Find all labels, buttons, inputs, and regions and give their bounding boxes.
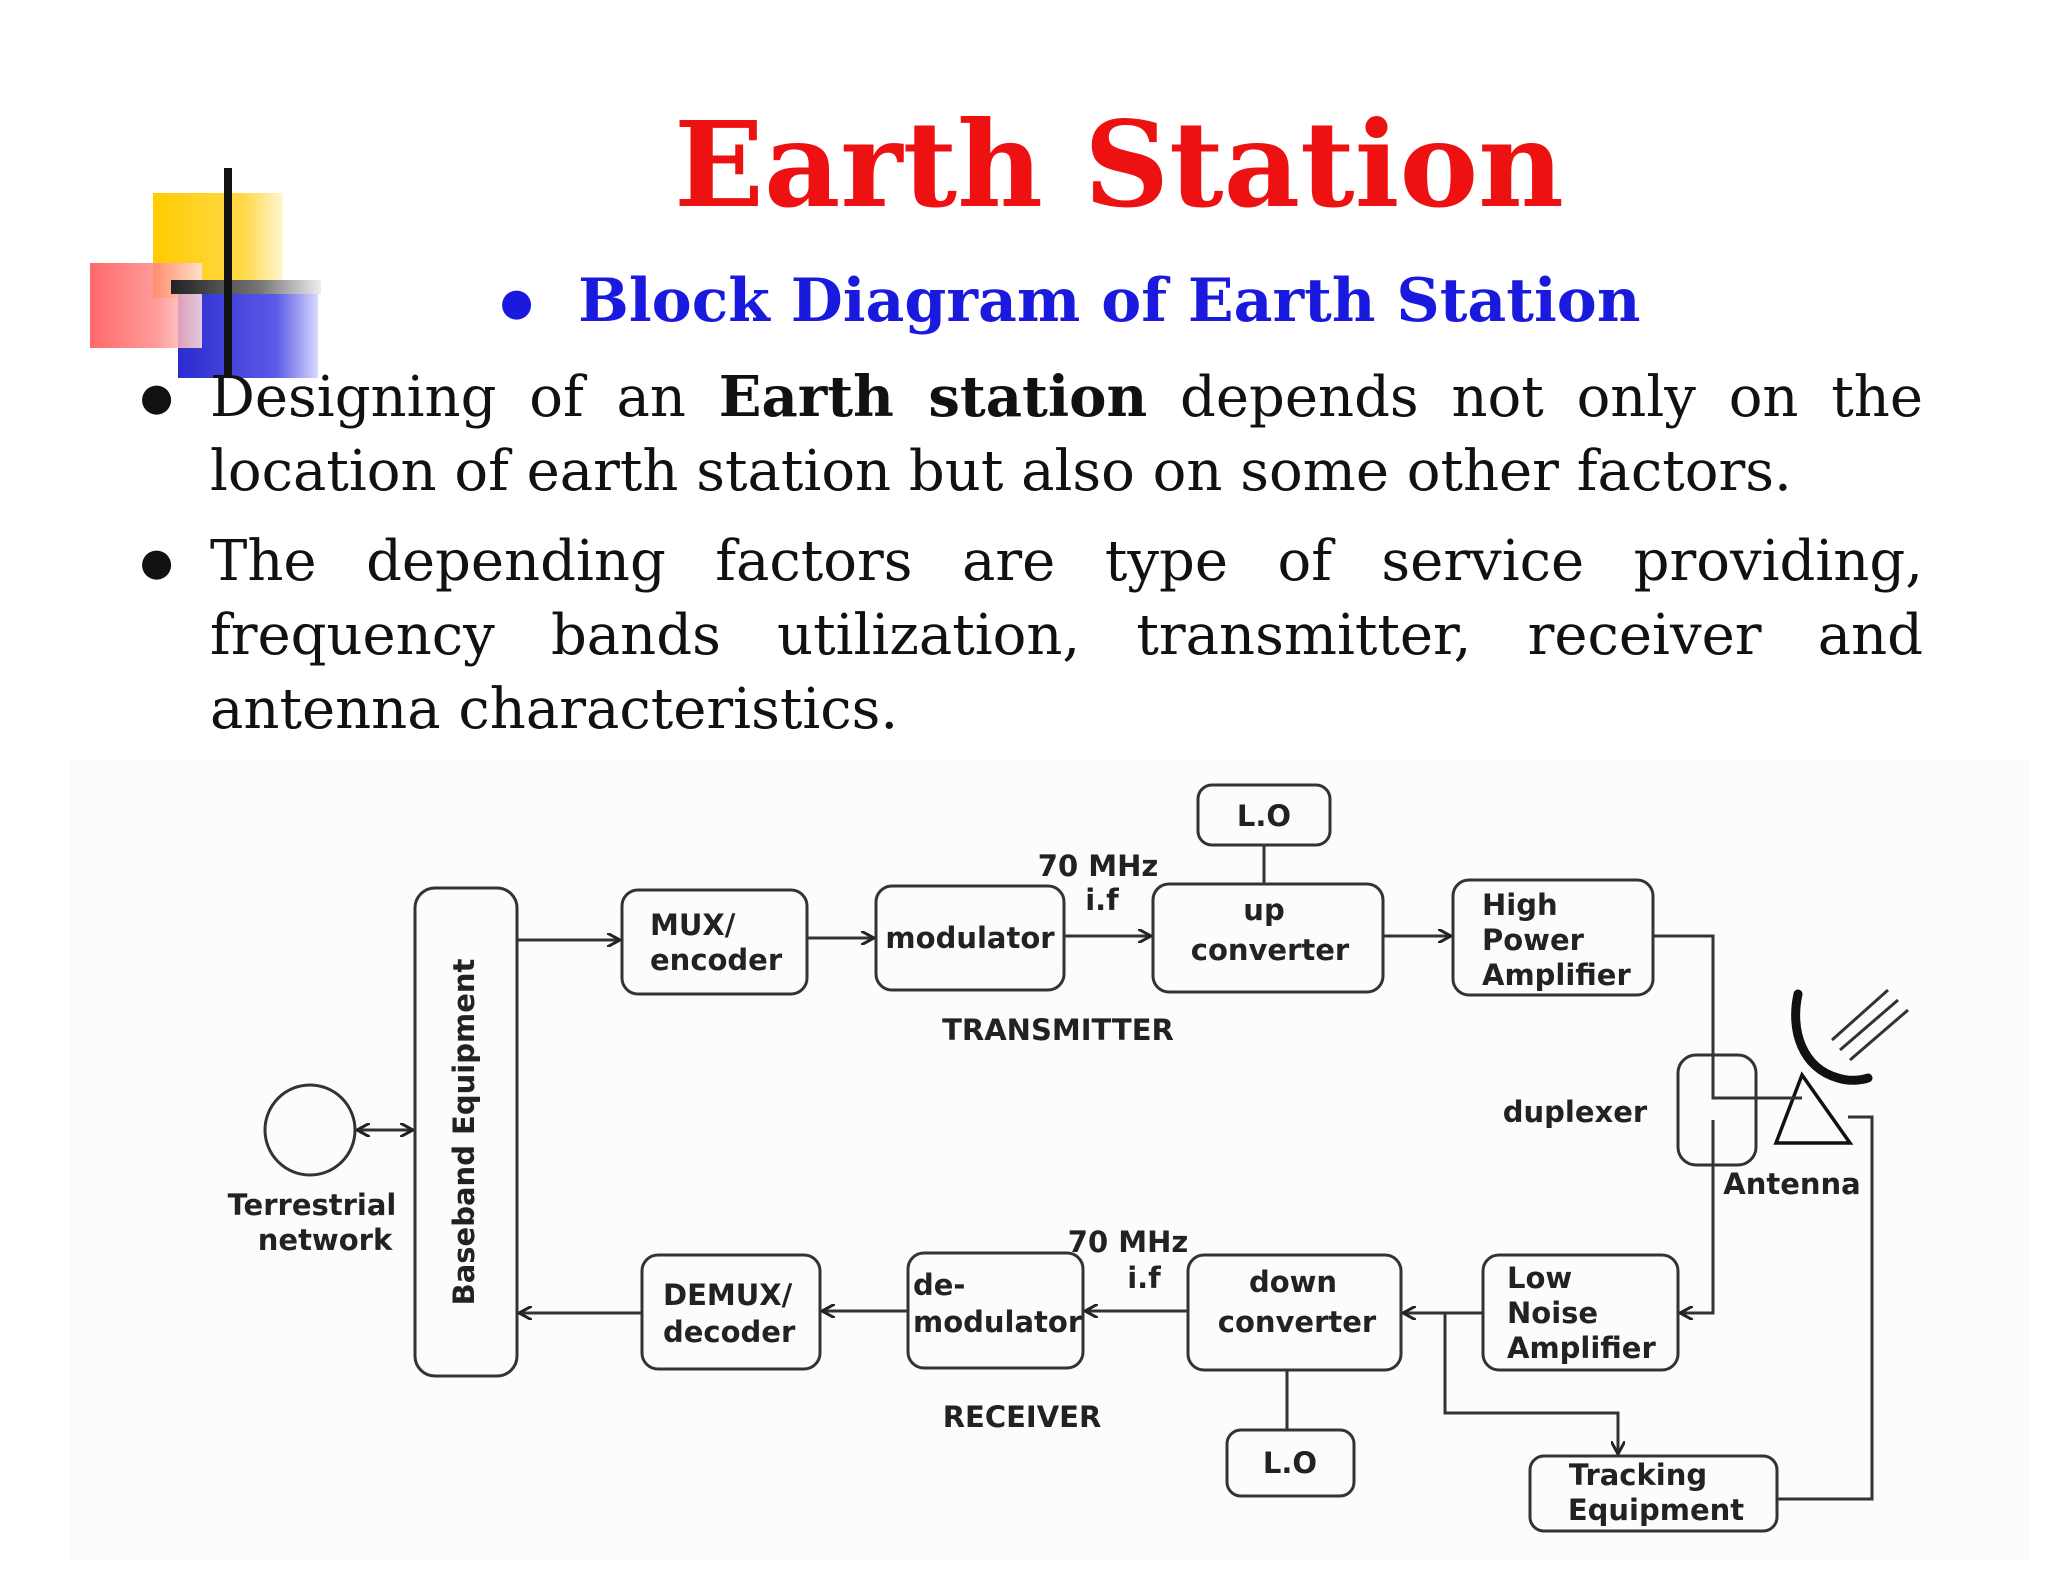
lna-label-line2: Noise xyxy=(1507,1296,1598,1330)
terrestrial-label-line1: Terrestrial xyxy=(228,1188,397,1222)
terrestrial-network-circle xyxy=(263,1083,357,1177)
antenna-label: Antenna xyxy=(1723,1167,1860,1201)
up-converter-label-line1: up xyxy=(1243,893,1284,927)
if-top-label-line1: 70 MHz xyxy=(1038,849,1158,883)
duplexer-box xyxy=(1676,1053,1758,1167)
baseband-equipment-box xyxy=(413,886,519,1378)
lna-label-line3: Amplifier xyxy=(1507,1331,1656,1365)
bullet-item-1: ● Designing of an Earth station depends … xyxy=(140,360,1923,509)
line-tracking-to-antenna xyxy=(1777,1115,1874,1501)
if-bottom-label-line1: 70 MHz xyxy=(1068,1225,1188,1259)
demux-label-line1: DEMUX/ xyxy=(663,1278,793,1312)
if-bottom-label-line2: i.f xyxy=(1127,1261,1161,1295)
block-diagram: Terrestrial network Baseband Equipment M… xyxy=(70,760,2030,1560)
demodulator-label-line2: modulator xyxy=(913,1305,1083,1339)
block-diagram-svg: Terrestrial network Baseband Equipment M… xyxy=(228,783,1909,1533)
arrow-duplexer-to-lna xyxy=(1680,1120,1715,1313)
demux-decoder-box xyxy=(640,1253,822,1371)
bullet-list: ● Designing of an Earth station depends … xyxy=(140,360,1923,763)
lo-bottom-label: L.O xyxy=(1263,1446,1317,1480)
antenna-icon xyxy=(1760,988,1909,1145)
tracking-equipment-box xyxy=(1528,1454,1779,1533)
bullet-item-2: ● The depending factors are type of serv… xyxy=(140,525,1923,747)
demodulator-label-line1: de- xyxy=(913,1268,965,1302)
hpa-label-line2: Power xyxy=(1482,923,1585,957)
bullet-dot: ● xyxy=(140,540,174,584)
demux-label-line2: decoder xyxy=(663,1315,796,1349)
bullet1-text-post: depends not only on the location of eart… xyxy=(210,365,1924,504)
duplexer-label: duplexer xyxy=(1503,1095,1648,1129)
bullet-dot: ● xyxy=(500,279,534,324)
slide-subtitle: ● Block Diagram of Earth Station xyxy=(500,262,1640,340)
subtitle-text: Block Diagram of Earth Station xyxy=(578,266,1641,336)
up-converter-label-line2: converter xyxy=(1191,933,1350,967)
decorative-squares-logo xyxy=(90,168,321,378)
line-hpa-to-duplexer xyxy=(1653,934,1760,1100)
up-converter-box xyxy=(1151,882,1385,994)
lo-bottom-box xyxy=(1225,1428,1356,1498)
hpa-label-line3: Amplifier xyxy=(1482,958,1631,992)
modulator-box xyxy=(874,884,1066,992)
lo-top-label: L.O xyxy=(1237,799,1291,833)
arrow-to-tracking-equipment xyxy=(1443,1313,1618,1454)
down-converter-label-line2: converter xyxy=(1218,1305,1377,1339)
tracking-label-line2: Equipment xyxy=(1568,1493,1744,1527)
bullet1-text-pre: Designing of an xyxy=(210,365,686,430)
receiver-label: RECEIVER xyxy=(943,1400,1102,1434)
mux-label-line2: encoder xyxy=(650,943,783,977)
tracking-label-line1: Tracking xyxy=(1569,1458,1707,1492)
baseband-equipment-label: Baseband Equipment xyxy=(447,958,481,1305)
hpa-label-line1: High xyxy=(1482,888,1558,922)
bullet2-text: The depending factors are type of servic… xyxy=(210,529,1923,742)
terrestrial-label-line2: network xyxy=(258,1223,393,1257)
down-converter-label-line1: down xyxy=(1249,1265,1337,1299)
bullet1-text-bold: Earth station xyxy=(718,364,1148,430)
bullet-dot: ● xyxy=(140,375,174,419)
if-top-label-line2: i.f xyxy=(1085,883,1119,917)
mux-encoder-box xyxy=(620,888,809,996)
mux-label-line1: MUX/ xyxy=(650,908,736,942)
transmitter-label: TRANSMITTER xyxy=(942,1013,1174,1047)
lna-label-line1: Low xyxy=(1507,1261,1572,1295)
modulator-label: modulator xyxy=(885,921,1055,955)
slide-title: Earth Station xyxy=(674,95,1564,234)
